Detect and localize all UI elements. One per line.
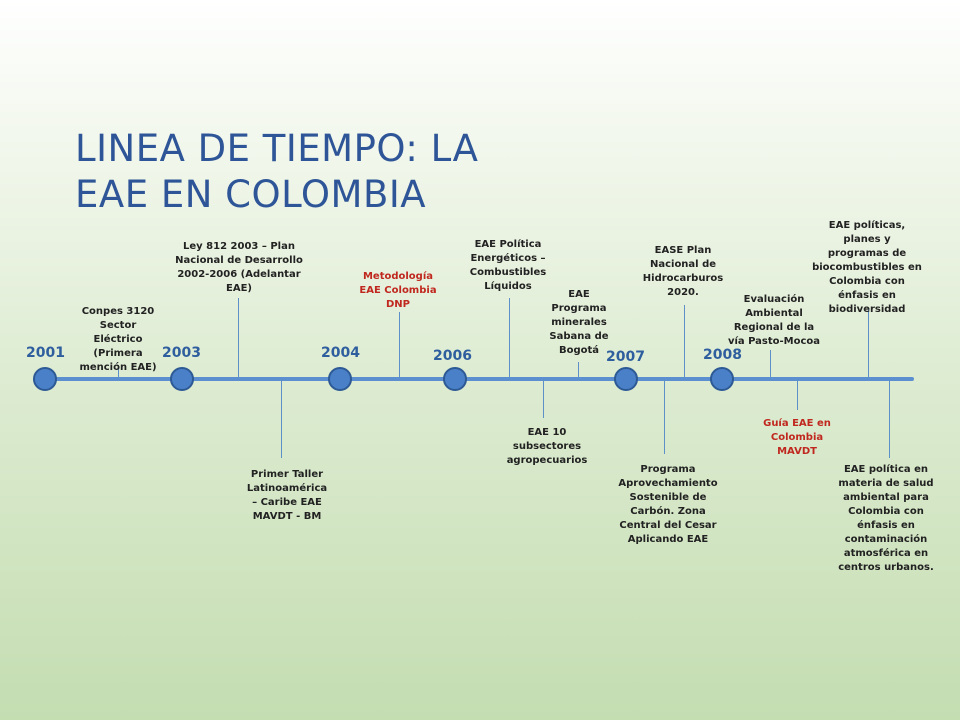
year-label-2006: 2006	[433, 348, 472, 364]
timeline-axis	[42, 377, 914, 381]
event-biocombustibles: EAE políticas, planes y programas de bio…	[812, 220, 922, 315]
connector-hidrocarburos	[684, 305, 685, 378]
event-carbon: Programa Aprovechamiento Sostenible de C…	[618, 464, 718, 545]
year-label-2007: 2007	[606, 349, 645, 365]
year-label-2001: 2001	[26, 345, 65, 361]
year-label-2008: 2008	[703, 347, 742, 363]
year-node-2008[interactable]	[710, 367, 734, 391]
event-conpes: Conpes 3120 Sector Eléctrico (Primera me…	[79, 306, 157, 373]
event-subsectores: EAE 10 subsectores agropecuarios	[506, 427, 588, 466]
connector-conpes	[118, 365, 119, 378]
event-hidrocarburos: EASE Plan Nacional de Hidrocarburos 2020…	[642, 245, 724, 298]
event-taller: Primer Taller Latinoamérica – Caribe EAE…	[246, 469, 328, 522]
year-node-2003[interactable]	[170, 367, 194, 391]
year-node-2007[interactable]	[614, 367, 638, 391]
year-node-2001[interactable]	[33, 367, 57, 391]
connector-minerales	[578, 362, 579, 378]
connector-guia	[797, 380, 798, 410]
connector-subsectores	[543, 380, 544, 418]
event-politica-energeticos: EAE Política Energéticos – Combustibles …	[469, 239, 547, 292]
year-node-2006[interactable]	[443, 367, 467, 391]
event-guia: Guía EAE en Colombia MAVDT	[763, 418, 831, 457]
year-node-2004[interactable]	[328, 367, 352, 391]
event-evaluacion-regional: Evaluación Ambiental Regional de la vía …	[727, 294, 821, 347]
event-minerales: EAE Programa minerales Sabana de Bogotá	[549, 289, 609, 356]
connector-biocombustibles	[868, 308, 869, 378]
event-metodologia: Metodología EAE Colombia DNP	[359, 271, 437, 310]
connector-politica-energeticos	[509, 298, 510, 378]
connector-taller	[281, 380, 282, 458]
connector-salud-ambiental	[889, 380, 890, 458]
connector-metodologia	[399, 312, 400, 378]
connector-ley812	[238, 298, 239, 378]
year-label-2003: 2003	[162, 345, 201, 361]
year-label-2004: 2004	[321, 345, 360, 361]
connector-evaluacion-regional	[770, 350, 771, 378]
event-salud-ambiental: EAE política en materia de salud ambient…	[838, 464, 934, 573]
page-title: LINEA DE TIEMPO: LA EAE EN COLOMBIA	[75, 127, 479, 216]
event-ley812: Ley 812 2003 – Plan Nacional de Desarrol…	[175, 241, 303, 294]
connector-carbon	[664, 380, 665, 454]
